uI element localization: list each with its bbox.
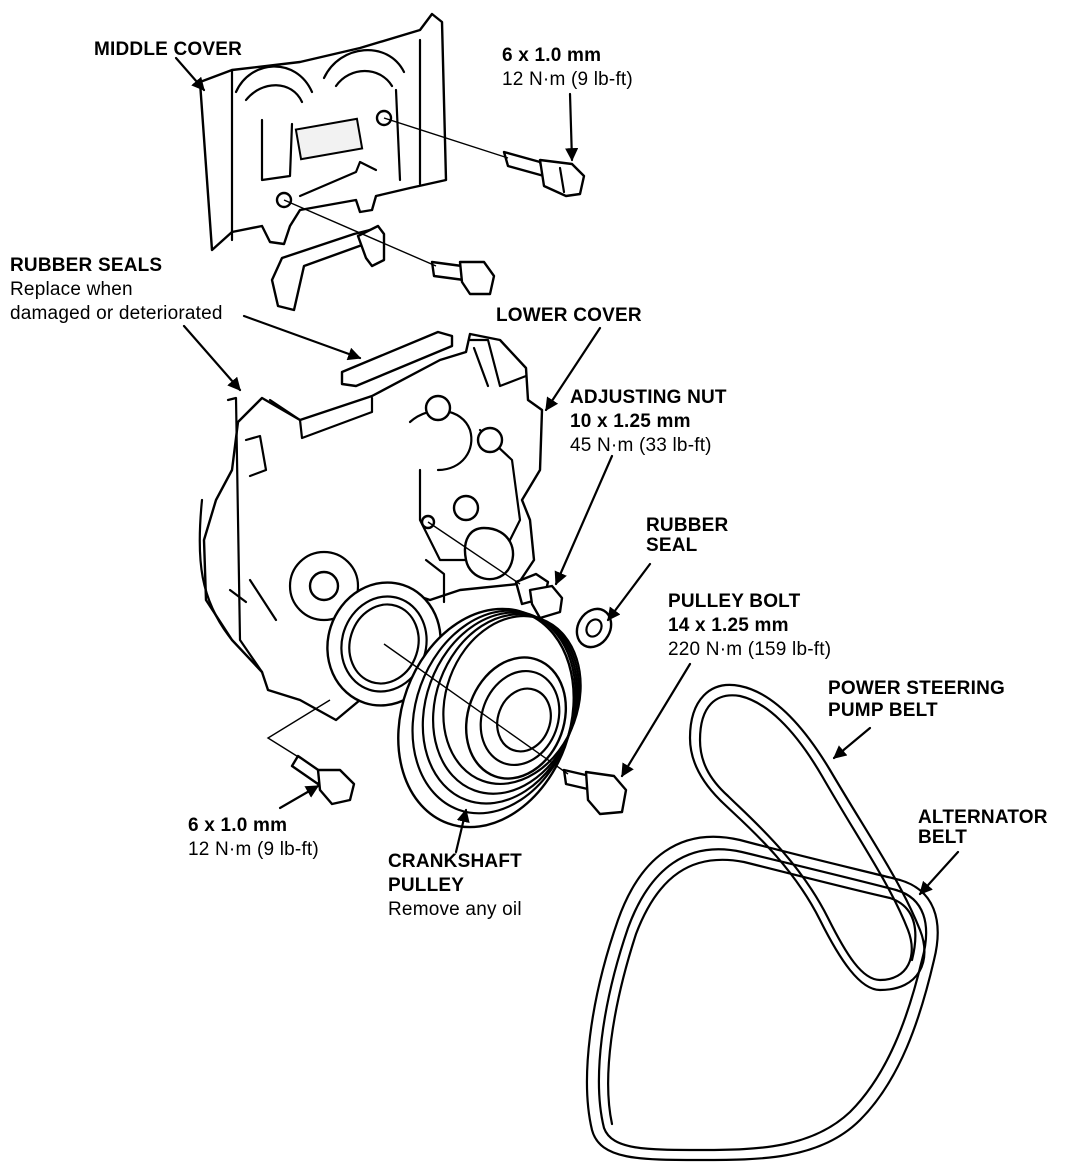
pulley-bolt-size: 14 x 1.25 mm: [668, 615, 789, 636]
top-bolt-spec: 6 x 1.0 mm 12 N·m (9 lb-ft): [502, 44, 633, 92]
rubber-seal-label: RUBBER SEAL: [646, 516, 728, 556]
rubber-seals-title: RUBBER SEALS: [10, 255, 163, 276]
alternator-belt-line-1: ALTERNATOR: [918, 807, 1048, 828]
crankshaft-pulley-note: Remove any oil: [388, 899, 522, 920]
rubber-seal-washer: [575, 607, 613, 649]
rubber-seal-line-2: SEAL: [646, 535, 698, 556]
middle-cover-label: MIDDLE COVER: [94, 38, 242, 62]
lower-cover-part: [198, 332, 544, 722]
rubber-seals-note-1: Replace when: [10, 279, 133, 300]
middle-cover-bolt-lower: [430, 260, 496, 296]
pulley-bolt-part: [562, 768, 628, 816]
crankshaft-pulley-label: CRANKSHAFT PULLEY Remove any oil: [388, 850, 522, 922]
pulley-bolt-spec: PULLEY BOLT 14 x 1.25 mm 220 N·m (159 lb…: [668, 590, 831, 662]
ps-belt-line-1: POWER STEERING: [828, 678, 1005, 699]
pulley-bolt-torque: 220 N·m (159 lb-ft): [668, 639, 832, 660]
adjusting-nut-torque: 45 N·m (33 lb-ft): [570, 435, 712, 456]
power-steering-belt-label: POWER STEERING PUMP BELT: [828, 678, 1005, 722]
bottom-bolt-spec: 6 x 1.0 mm 12 N·m (9 lb-ft): [188, 814, 319, 862]
ps-belt-line-2: PUMP BELT: [828, 700, 938, 721]
middle-cover-bolt-top: [502, 150, 586, 198]
crankshaft-pulley-line-2: PULLEY: [388, 875, 465, 896]
rubber-seals-label: RUBBER SEALS Replace when damaged or det…: [10, 254, 223, 326]
leader-arrows: [174, 56, 960, 896]
rubber-seal-line-1: RUBBER: [646, 515, 729, 536]
lower-cover-bolt: [290, 754, 356, 806]
crankshaft-pulley-line-1: CRANKSHAFT: [388, 851, 522, 872]
bottom-bolt-torque: 12 N·m (9 lb-ft): [188, 839, 319, 860]
top-bolt-torque: 12 N·m (9 lb-ft): [502, 69, 633, 90]
lower-cover-title: LOWER COVER: [496, 305, 642, 326]
pulley-bolt-title: PULLEY BOLT: [668, 591, 801, 612]
guide-lines: [266, 117, 569, 775]
adjusting-nut-size: 10 x 1.25 mm: [570, 411, 691, 432]
adjusting-nut-part: [514, 572, 564, 620]
adjusting-nut-title: ADJUSTING NUT: [570, 387, 727, 408]
rubber-seals-note-2: damaged or deteriorated: [10, 303, 223, 324]
bottom-bolt-size: 6 x 1.0 mm: [188, 815, 288, 836]
lower-cover-label: LOWER COVER: [496, 304, 642, 328]
crankshaft-pulley-part: [397, 607, 582, 829]
adjusting-nut-spec: ADJUSTING NUT 10 x 1.25 mm 45 N·m (33 lb…: [570, 386, 727, 458]
middle-cover-part: [198, 12, 448, 252]
alternator-belt: [585, 835, 939, 1162]
alternator-belt-label: ALTERNATOR BELT: [918, 808, 1048, 848]
power-steering-pump-belt: [688, 683, 926, 992]
alternator-belt-line-2: BELT: [918, 827, 967, 848]
top-bolt-size: 6 x 1.0 mm: [502, 45, 602, 66]
rubber-seal-strips: [270, 224, 454, 388]
middle-cover-title: MIDDLE COVER: [94, 39, 243, 60]
